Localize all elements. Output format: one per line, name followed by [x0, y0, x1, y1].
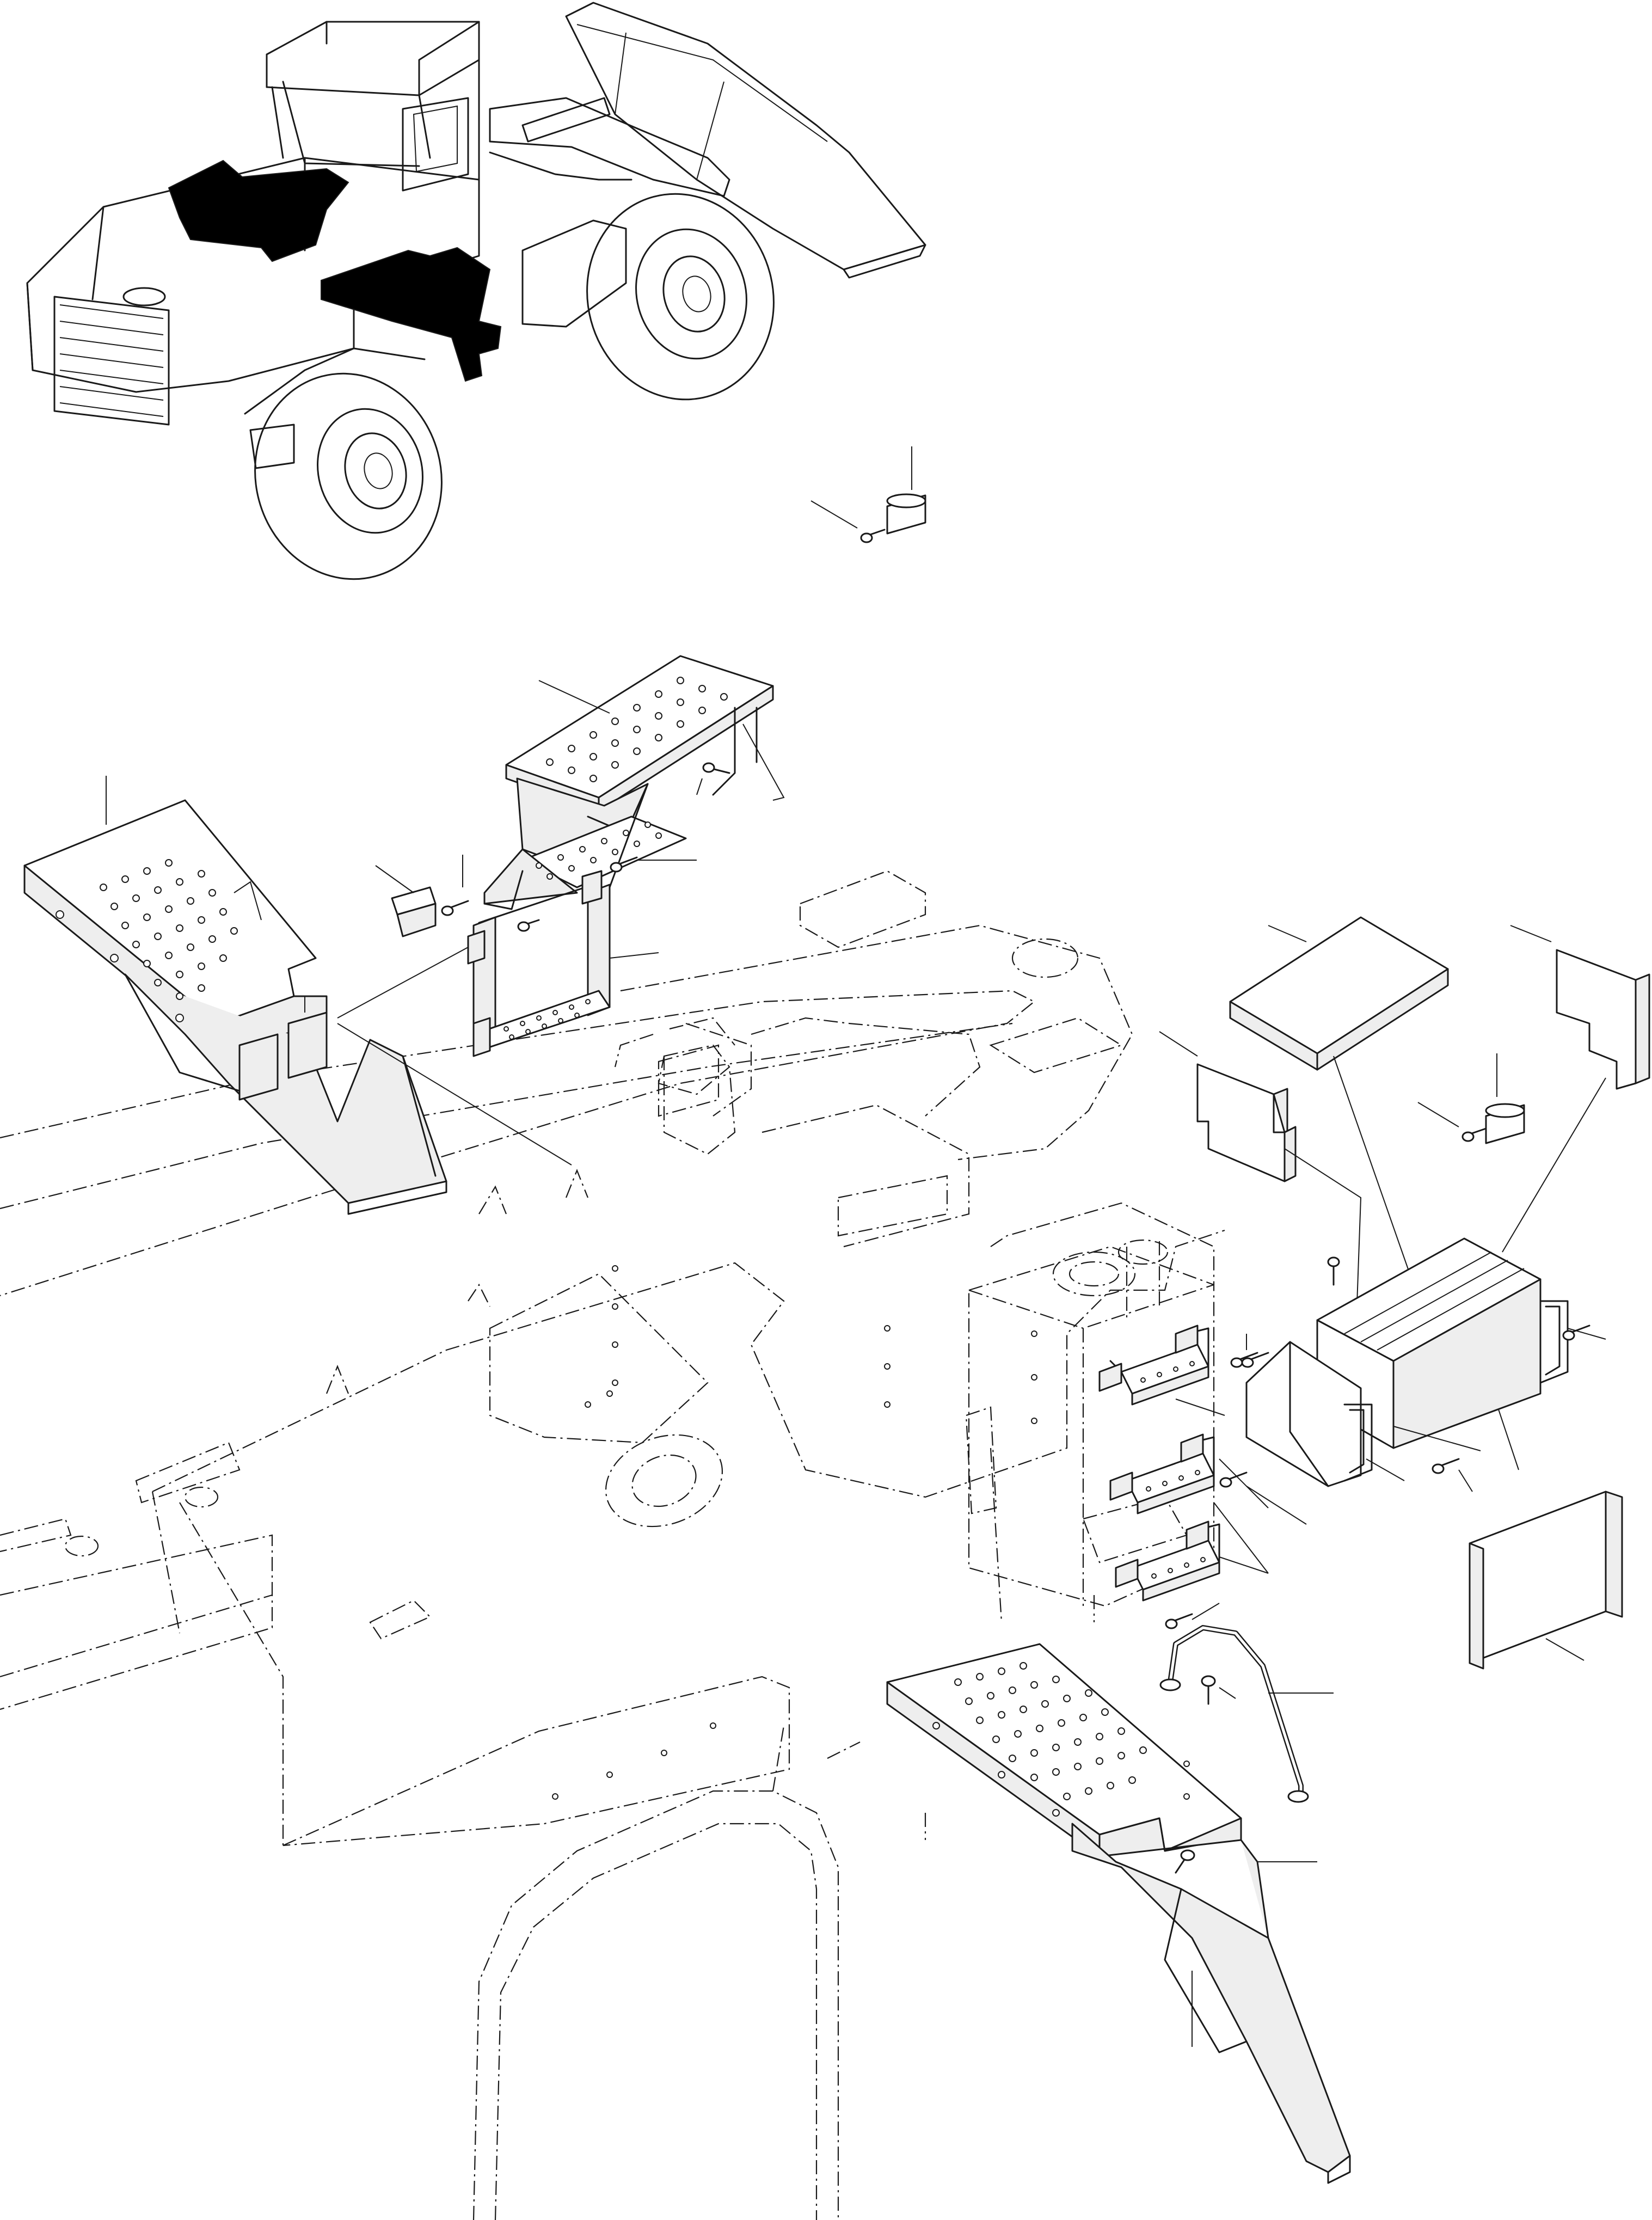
step-assembly-part-upper: [483, 655, 785, 910]
bolt-part-13: [1201, 1675, 1236, 1705]
ladder-part: [337, 870, 659, 1057]
battery-box-part: [1245, 1237, 1606, 1487]
frame-rivets: [552, 1265, 1037, 1800]
bolt-part-2: [517, 919, 540, 932]
highlighted-step-area-side: [321, 247, 502, 382]
cover-plate-part-4: [1469, 1339, 1623, 1670]
step-holes-upper: [536, 677, 728, 880]
bolt-part-12: [1165, 1603, 1220, 1629]
bracket-part: [375, 865, 437, 937]
step-assembly-part-lower: [886, 1643, 1351, 2184]
rear-wheel: [586, 193, 775, 401]
step-rung-part-3: [1115, 1502, 1269, 1602]
ladder-rung-holes: [503, 999, 591, 1040]
grille: [53, 296, 170, 426]
bolt-part-11: [1219, 1471, 1307, 1525]
spacer-part-right: [1485, 1053, 1525, 1144]
step-rung-part-2: [1109, 1433, 1269, 1514]
bolt-part-1: [441, 855, 469, 916]
cover-plate-part-1: [1229, 916, 1449, 1274]
front-wheel: [254, 372, 443, 580]
cover-plate-part-2: [1159, 1031, 1362, 1351]
bolt-part-14: [1175, 1849, 1195, 1874]
bolt-part-3: [610, 856, 697, 873]
highlighted-step-area-top: [168, 160, 349, 262]
step-assembly-part-left: [23, 776, 572, 1215]
step-holes-left: [56, 859, 238, 1022]
bolt-part-5: [1417, 1102, 1487, 1142]
bolt-part-4: [696, 762, 730, 795]
wheel-loader-illustration: [26, 2, 926, 580]
spacer-part-top: [886, 446, 926, 535]
bucket: [565, 2, 926, 279]
bolt-part-6: [1327, 1256, 1340, 1286]
step-rung-part-1: [1098, 1324, 1225, 1416]
bolt-part-8: [1432, 1458, 1473, 1492]
step-holes-lower: [932, 1662, 1190, 1817]
bolt-part-10: [1230, 1352, 1258, 1368]
bolt-part-top: [810, 500, 886, 543]
bolt-part-9: [1562, 1324, 1590, 1341]
bolt-part-7: [1241, 1334, 1269, 1368]
handrail-part: [1159, 1625, 1334, 1803]
cover-plate-part-3: [1502, 925, 1650, 1253]
